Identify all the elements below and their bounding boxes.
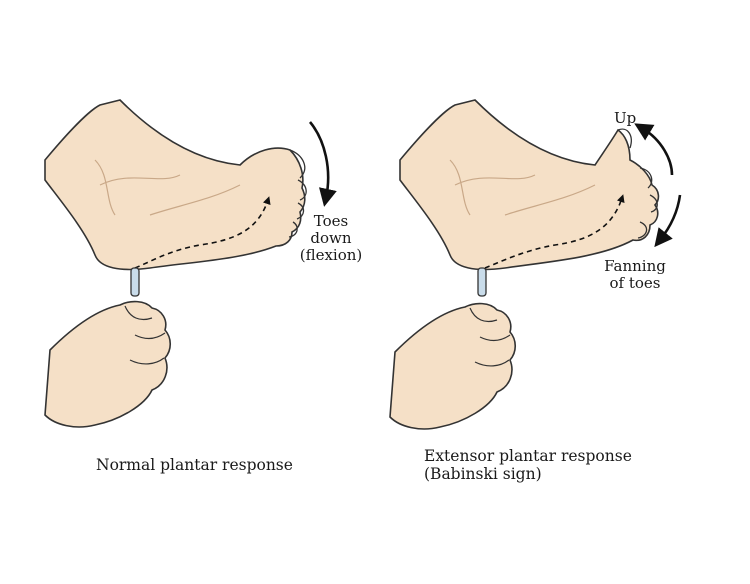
babinski-caption: Extensor plantar response (Babinski sign…	[424, 447, 632, 483]
babinski-panel	[389, 99, 682, 430]
right-hand	[389, 302, 517, 430]
right-stroke-path	[484, 194, 625, 269]
normal-response-caption: Normal plantar response	[96, 456, 293, 474]
fanning-label-line2: of toes	[609, 274, 661, 292]
right-probe	[477, 267, 487, 297]
up-label: Up	[614, 109, 637, 127]
normal-response-panel	[44, 99, 337, 428]
babinski-caption-line2: (Babinski sign)	[424, 465, 542, 483]
toes-up-arrow	[634, 123, 674, 176]
left-probe	[130, 267, 140, 297]
toes-label-line1: Toes	[313, 212, 349, 230]
left-foot	[44, 99, 306, 271]
toes-label-line3: (flexion)	[299, 246, 363, 264]
left-hand	[44, 300, 172, 428]
fanning-label-line1: Fanning	[604, 257, 666, 275]
fanning-label: Fanning of toes	[595, 258, 675, 292]
babinski-caption-line1: Extensor plantar response	[424, 447, 632, 465]
fanning-arrow	[654, 194, 682, 248]
toes-label-line2: down	[310, 229, 352, 247]
toes-down-label: Toes down (flexion)	[296, 213, 366, 264]
toes-down-arrow	[308, 121, 337, 207]
